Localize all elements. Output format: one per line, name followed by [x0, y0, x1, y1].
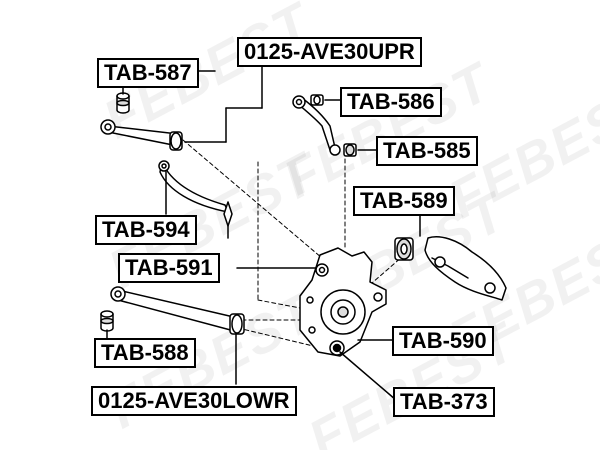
- upper-control-arm: [100, 119, 183, 151]
- label-tab-588: TAB-588: [94, 338, 196, 368]
- camber-arm: [292, 95, 341, 156]
- bushing-tab-587: [116, 92, 130, 114]
- bushing-tab-585: [343, 143, 357, 157]
- trailing-arm: [424, 236, 507, 301]
- label-0125-ave30lowr: 0125-AVE30LOWR: [91, 386, 297, 416]
- label-tab-591: TAB-591: [118, 253, 220, 283]
- bushing-tab-586: [310, 94, 324, 106]
- label-tab-594: TAB-594: [95, 215, 197, 245]
- label-tab-585: TAB-585: [376, 136, 478, 166]
- bushing-tab-588: [100, 310, 114, 332]
- label-tab-590: TAB-590: [392, 326, 494, 356]
- label-tab-589: TAB-589: [353, 186, 455, 216]
- label-tab-586: TAB-586: [340, 87, 442, 117]
- label-tab-373: TAB-373: [393, 387, 495, 417]
- lower-control-arm: [110, 286, 245, 335]
- leader-lines: [106, 63, 421, 401]
- bushing-tab-589: [394, 237, 414, 261]
- rear-knuckle: [299, 247, 387, 357]
- lateral-link-arm: [158, 160, 233, 239]
- label-0125-ave30upr: 0125-AVE30UPR: [237, 37, 422, 67]
- assembly-guide-lines: [182, 139, 411, 351]
- label-tab-587: TAB-587: [97, 58, 199, 88]
